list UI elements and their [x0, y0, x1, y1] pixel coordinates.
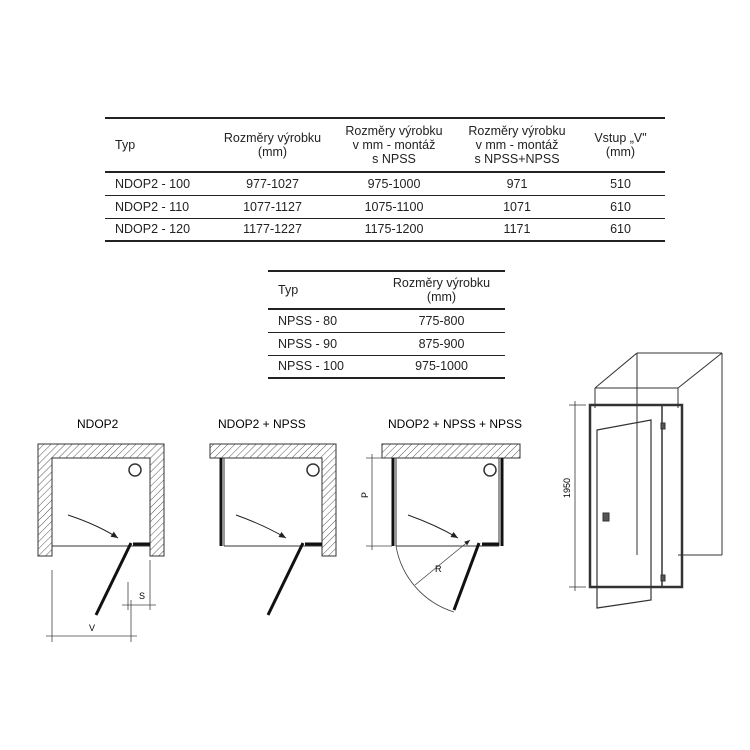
table-row: NPSS - 90 875-900 [268, 332, 505, 355]
table-row: NPSS - 100 975-1000 [268, 355, 505, 378]
header-dimensions: Rozměry výrobku(mm) [223, 131, 322, 159]
cell: NPSS - 80 [278, 313, 338, 328]
cell: 975-1000 [367, 176, 421, 191]
npss-table: Typ Rozměry výrobku(mm) NPSS - 80 775-80… [268, 270, 505, 379]
wall-hatch [209, 443, 337, 557]
header-typ: Typ [278, 283, 299, 297]
cell: 1075-1100 [364, 199, 424, 214]
enclosure-3d-view [569, 352, 723, 609]
drain-icon [483, 463, 497, 477]
cell: NPSS - 100 [278, 359, 345, 374]
header-typ: Typ [115, 138, 136, 152]
swing-arrow-icon [235, 514, 287, 539]
cell: 1077-1127 [243, 199, 302, 214]
cell: NDOP2 - 110 [115, 199, 190, 214]
wall-hatch [37, 443, 165, 557]
table-row: NPSS - 80 775-800 [268, 309, 505, 332]
header-entrance: Vstup „V"(mm) [594, 131, 647, 159]
drain-icon [306, 463, 320, 477]
cell: 1071 [503, 199, 531, 214]
cell: 510 [610, 176, 631, 191]
cell: 977-1027 [246, 176, 299, 191]
cell: 610 [610, 199, 631, 214]
table-row: NDOP2 - 100 977-1027 975-1000 971 510 [105, 172, 665, 195]
diagram-title: NDOP2 + NPSS + NPSS [388, 417, 522, 431]
cell: 975-1000 [415, 359, 468, 374]
handle-icon [602, 512, 610, 522]
cell: 610 [610, 222, 631, 237]
swing-arrow-icon [67, 514, 119, 539]
table-header-row: Typ Rozměry výrobku(mm) [268, 271, 505, 309]
table-row: NDOP2 - 120 1177-1227 1175-1200 1171 610 [105, 218, 665, 241]
diagram-title: NDOP2 + NPSS [218, 417, 306, 431]
dimension-p-label: P [360, 492, 370, 498]
cell: 1177-1227 [243, 222, 302, 237]
cell: NPSS - 90 [278, 336, 338, 351]
cell: 1175-1200 [364, 222, 424, 237]
dimension-v-label: V [89, 623, 95, 633]
dimension-s-label: S [139, 591, 145, 601]
cell: 1171 [503, 222, 531, 237]
cell: 971 [506, 176, 528, 191]
diagram-ndop2: NDOP2 S V [37, 417, 165, 642]
diagram-title: NDOP2 [77, 417, 119, 431]
door-panel [94, 542, 133, 616]
door-panel [452, 542, 481, 611]
cell: NDOP2 - 100 [115, 176, 191, 191]
swing-arc [395, 545, 455, 613]
open-door-panel [596, 419, 652, 609]
diagram-ndop2-npss: NDOP2 + NPSS [209, 417, 337, 616]
door-frame [588, 403, 684, 589]
header-dimensions: Rozměry výrobku(mm) [392, 276, 491, 304]
drain-icon [128, 463, 142, 477]
wall-hatch [381, 443, 521, 459]
cell: NDOP2 - 120 [115, 222, 191, 237]
diagram-ndop2-npss-npss: NDOP2 + NPSS + NPSS R P [360, 417, 522, 613]
cell: 875-900 [418, 336, 465, 351]
height-label: 1950 [562, 478, 572, 498]
dimension-r-label: R [435, 564, 442, 574]
cell: 775-800 [418, 313, 465, 328]
swing-arrow-icon [407, 514, 459, 539]
table-row: NDOP2 - 110 1077-1127 1075-1100 1071 610 [105, 195, 665, 218]
door-panel [266, 542, 305, 616]
